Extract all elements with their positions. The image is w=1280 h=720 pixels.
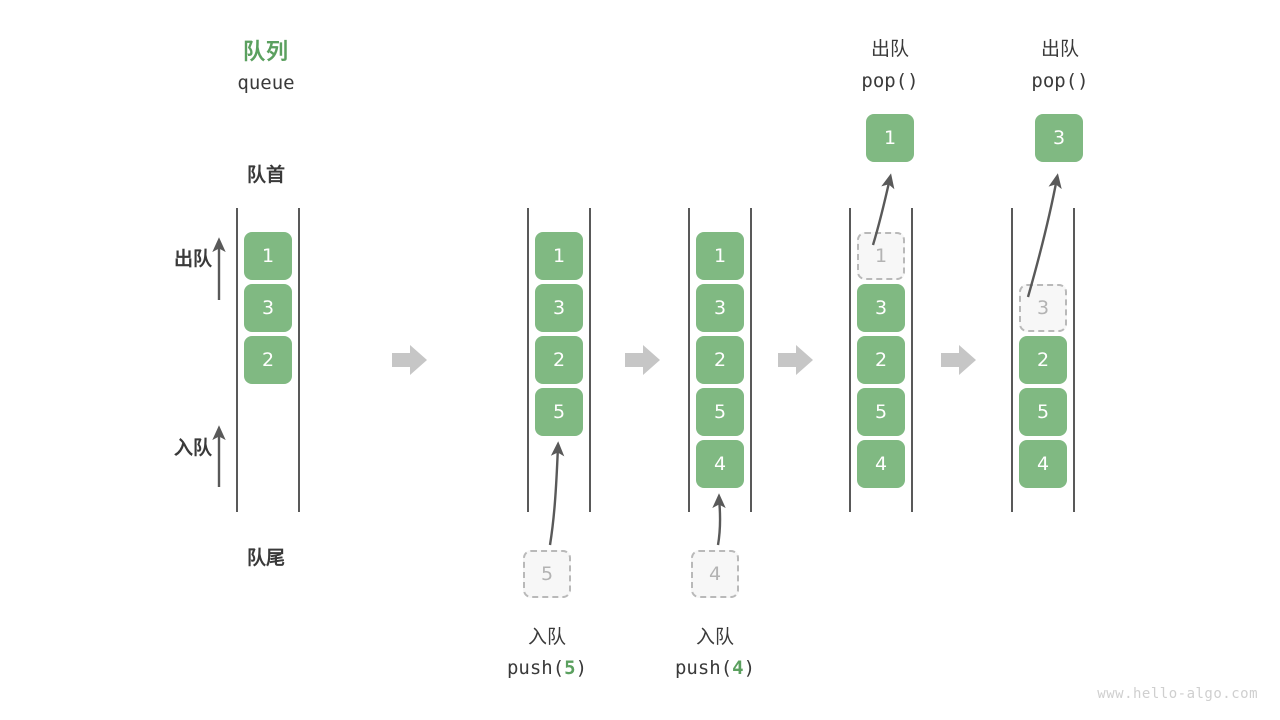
channel-rail-right [750, 208, 752, 512]
queue-channel-push-4: 1 3 2 5 4 [688, 208, 752, 512]
queue-item-removed: 3 [1019, 284, 1067, 332]
queue-item-new: 4 [696, 440, 744, 488]
channel-rail-left [849, 208, 851, 512]
queue-title-cn: 队列 [242, 40, 289, 65]
queue-item: 2 [244, 336, 292, 384]
channel-rail-left [1011, 208, 1013, 512]
channel-rail-right [298, 208, 300, 512]
watermark: www.hello-algo.com [1097, 686, 1258, 702]
channel-rail-left [527, 208, 529, 512]
push-code-suffix: ) [743, 657, 756, 679]
queue-channel-pop-1: 1 3 2 5 4 [849, 208, 913, 512]
queue-item: 2 [857, 336, 905, 384]
step-arrow-icon [778, 345, 813, 375]
step-arrow-icon [941, 345, 976, 375]
push-code-arg: 4 [732, 657, 744, 679]
queue-item: 5 [696, 388, 744, 436]
queue-channel-initial: 1 3 2 [236, 208, 300, 512]
queue-item: 5 [1019, 388, 1067, 436]
push-code-prefix: push( [506, 657, 565, 679]
queue-channel-pop-3: 3 2 5 4 [1011, 208, 1075, 512]
queue-item: 3 [535, 284, 583, 332]
pop-header-cn-1: 出队 [870, 38, 909, 60]
queue-channel-push-5: 1 3 2 5 [527, 208, 591, 512]
queue-item: 5 [857, 388, 905, 436]
push-code-arg: 5 [564, 657, 576, 679]
pop-header-code-2: pop() [1031, 70, 1089, 92]
queue-item: 2 [1019, 336, 1067, 384]
channel-rail-left [688, 208, 690, 512]
incoming-ghost-box: 5 [523, 550, 571, 598]
push-caption-cn-2: 入队 [695, 626, 734, 648]
popped-box: 3 [1035, 114, 1083, 162]
queue-item: 3 [696, 284, 744, 332]
channel-rail-right [1073, 208, 1075, 512]
queue-item: 2 [696, 336, 744, 384]
rear-label: 队尾 [246, 547, 285, 569]
enqueue-direction-label: 入队 [173, 437, 212, 459]
queue-item: 4 [1019, 440, 1067, 488]
queue-item: 2 [535, 336, 583, 384]
channel-rail-left [236, 208, 238, 512]
queue-item: 3 [244, 284, 292, 332]
step-arrow-icon [625, 345, 660, 375]
queue-item: 1 [696, 232, 744, 280]
push-code-suffix: ) [575, 657, 588, 679]
channel-rail-right [589, 208, 591, 512]
dequeue-direction-label: 出队 [173, 248, 212, 270]
pop-header-code-1: pop() [861, 70, 919, 92]
pop-header-cn-2: 出队 [1040, 38, 1079, 60]
push-code-prefix: push( [674, 657, 733, 679]
channel-rail-right [911, 208, 913, 512]
queue-item: 1 [244, 232, 292, 280]
queue-item-removed: 1 [857, 232, 905, 280]
queue-title-code: queue [237, 72, 295, 94]
queue-item: 1 [535, 232, 583, 280]
push-caption-cn-1: 入队 [527, 626, 566, 648]
push-caption-code-1: push(5) [477, 657, 617, 679]
queue-item: 4 [857, 440, 905, 488]
incoming-ghost-box: 4 [691, 550, 739, 598]
queue-item-new: 5 [535, 388, 583, 436]
popped-box: 1 [866, 114, 914, 162]
step-arrow-icon [392, 345, 427, 375]
push-caption-code-2: push(4) [645, 657, 785, 679]
front-label: 队首 [246, 164, 285, 186]
queue-item: 3 [857, 284, 905, 332]
